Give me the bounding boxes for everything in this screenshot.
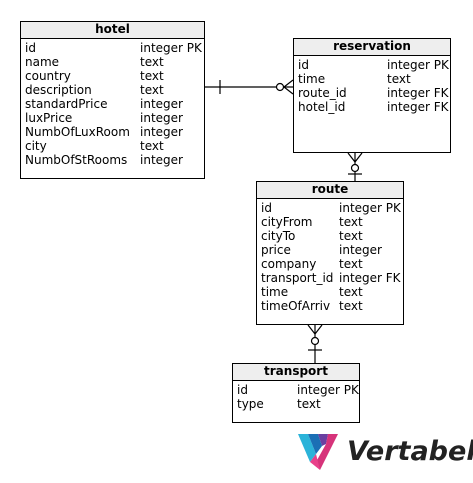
table-row: hotel_id integer FK xyxy=(298,100,449,114)
table-transport[interactable]: transport id integer PK type text xyxy=(232,363,360,423)
column-name: id xyxy=(298,58,309,72)
column-type: text xyxy=(140,83,164,97)
column-type: integer xyxy=(140,97,183,111)
column-name: standardPrice xyxy=(25,97,108,111)
table-columns: id integer PK type text xyxy=(233,381,359,411)
column-type: integer FK xyxy=(387,86,449,100)
column-type: integer PK xyxy=(140,41,202,55)
column-type: text xyxy=(339,257,363,271)
table-row: description text xyxy=(25,83,200,97)
column-type: text xyxy=(339,215,363,229)
logo-wordmark: Vertabelo xyxy=(347,436,473,467)
column-name: type xyxy=(237,397,264,411)
table-row: id integer PK xyxy=(25,41,202,55)
column-name: NumbOfLuxRoom xyxy=(25,125,130,139)
column-type: text xyxy=(140,55,164,69)
table-row: id integer PK xyxy=(298,58,449,72)
table-row: cityFrom text xyxy=(261,215,399,229)
column-type: text xyxy=(339,229,363,243)
table-row: NumbOfStRooms integer xyxy=(25,153,200,167)
table-row: timeOfArriv text xyxy=(261,299,399,313)
table-title: route xyxy=(257,182,403,199)
table-columns: id integer PK cityFrom text cityTo text pri… xyxy=(257,199,403,313)
column-name: country xyxy=(25,69,71,83)
table-route[interactable]: route id integer PK cityFrom text cityTo te… xyxy=(256,181,404,325)
column-type: integer xyxy=(140,153,183,167)
column-type: text xyxy=(339,299,363,313)
column-name: hotel_id xyxy=(298,100,346,114)
table-row: standardPrice integer xyxy=(25,97,200,111)
column-type: integer FK xyxy=(339,271,401,285)
column-type: integer FK xyxy=(387,100,449,114)
column-type: integer xyxy=(140,125,183,139)
table-row: type text xyxy=(237,397,355,411)
table-row: time text xyxy=(261,285,399,299)
column-name: time xyxy=(261,285,289,299)
column-name: route_id xyxy=(298,86,347,100)
relationship-route-reservation xyxy=(347,152,363,181)
column-type: integer PK xyxy=(387,58,449,72)
relationship-hotel-reservation xyxy=(205,79,294,95)
table-hotel[interactable]: hotel id integer PK name text country text … xyxy=(20,21,205,179)
column-name: city xyxy=(25,139,47,153)
column-type: text xyxy=(140,69,164,83)
column-name: price xyxy=(261,243,291,257)
table-columns: id integer PK name text country text descri… xyxy=(21,39,204,167)
table-reservation[interactable]: reservation id integer PK time text route_… xyxy=(293,38,451,153)
vertabelo-logo-icon xyxy=(298,434,338,470)
column-name: name xyxy=(25,55,60,69)
column-name: cityFrom xyxy=(261,215,313,229)
table-row: company text xyxy=(261,257,399,271)
relationship-transport-route xyxy=(307,324,323,363)
table-row: country text xyxy=(25,69,200,83)
column-name: cityTo xyxy=(261,229,296,243)
table-row: NumbOfLuxRoom integer xyxy=(25,125,200,139)
column-name: id xyxy=(237,383,248,397)
table-row: city text xyxy=(25,139,200,153)
column-name: timeOfArriv xyxy=(261,299,331,313)
column-type: integer PK xyxy=(339,201,401,215)
column-type: text xyxy=(140,139,164,153)
column-name: id xyxy=(25,41,36,55)
table-title: hotel xyxy=(21,22,204,39)
table-row: luxPrice integer xyxy=(25,111,200,125)
table-row: route_id integer FK xyxy=(298,86,449,100)
table-row: time text xyxy=(298,72,446,86)
table-title: transport xyxy=(233,364,359,381)
column-type: integer xyxy=(140,111,183,125)
column-name: NumbOfStRooms xyxy=(25,153,128,167)
column-type: text xyxy=(339,285,363,299)
table-row: cityTo text xyxy=(261,229,399,243)
table-row: id integer PK xyxy=(237,383,359,397)
column-type: text xyxy=(387,72,411,86)
column-type: integer PK xyxy=(297,383,359,397)
column-name: id xyxy=(261,201,272,215)
column-name: luxPrice xyxy=(25,111,73,125)
table-row: name text xyxy=(25,55,200,69)
column-type: integer xyxy=(339,243,382,257)
column-name: description xyxy=(25,83,92,97)
column-name: transport_id xyxy=(261,271,334,285)
table-row: price integer xyxy=(261,243,399,257)
column-type: text xyxy=(297,397,321,411)
table-row: transport_id integer FK xyxy=(261,271,401,285)
column-name: time xyxy=(298,72,326,86)
table-row: id integer PK xyxy=(261,201,401,215)
table-title: reservation xyxy=(294,39,450,56)
column-name: company xyxy=(261,257,317,271)
